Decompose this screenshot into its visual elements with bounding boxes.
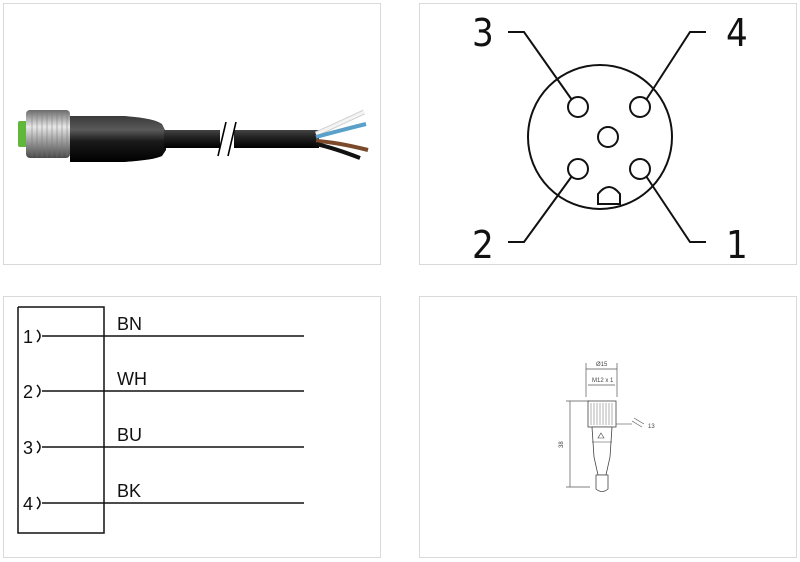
connector-face: [18, 121, 28, 147]
cable-photo-panel: [3, 3, 381, 265]
wire-color-wh: WH: [117, 369, 147, 389]
wire-row: 4 BK: [23, 481, 304, 514]
diameter-label: Ø15: [596, 362, 608, 368]
pin-3-socket: [567, 96, 589, 118]
thread-label: M12 x 1: [592, 378, 614, 384]
pin-4-socket: [629, 96, 651, 118]
wire-row: 3 BU: [23, 425, 304, 458]
wire-pin-3: 3: [23, 438, 33, 458]
wire-pin-1: 1: [23, 327, 33, 347]
coding-key: [597, 186, 621, 205]
wiring-diagram: 1 BN 2 WH 3 BU 4 BK: [17, 306, 304, 534]
leader-3: [508, 31, 573, 101]
pin-layout-diagram: 3 4 2 1: [472, 11, 748, 264]
pin-2-socket: [567, 158, 589, 180]
nut-outline: [587, 400, 617, 428]
leader-1: [645, 175, 706, 243]
connector-outline: [527, 64, 673, 210]
leader-2: [508, 175, 573, 243]
pin-label-2: 2: [472, 223, 494, 264]
wire-color-bk: BK: [117, 481, 141, 501]
wire-ends: [314, 109, 369, 160]
wiring-panel: 1 BN 2 WH 3 BU 4 BK: [3, 296, 381, 558]
wire-color-bn: BN: [117, 314, 142, 334]
coupling-nut: [26, 110, 70, 158]
pin-label-4: 4: [726, 11, 748, 55]
wire-row: 1 BN: [23, 314, 304, 347]
dimension-panel: Ø15 M12 x 1 38 13: [419, 296, 797, 558]
molded-body: [70, 116, 166, 162]
cable-illustration: [18, 109, 369, 162]
pin-layout-panel: 3 4 2 1: [419, 3, 797, 265]
cable-jacket: [164, 130, 319, 148]
wrench-size-label: 13: [648, 424, 655, 430]
leader-4: [645, 31, 706, 101]
pin-1-socket: [629, 158, 651, 180]
pin-label-3: 3: [472, 11, 494, 55]
pin-label-1: 1: [726, 223, 748, 264]
pin-5-socket: [597, 126, 619, 148]
wire-color-bu: BU: [117, 425, 142, 445]
connector-box: [17, 306, 105, 534]
dimension-drawing: Ø15 M12 x 1 38 13: [559, 362, 655, 492]
wire-row: 2 WH: [23, 369, 304, 402]
length-label: 38: [559, 441, 565, 448]
wire-pin-4: 4: [23, 494, 33, 514]
cable-stub: [595, 474, 609, 492]
wire-pin-2: 2: [23, 382, 33, 402]
